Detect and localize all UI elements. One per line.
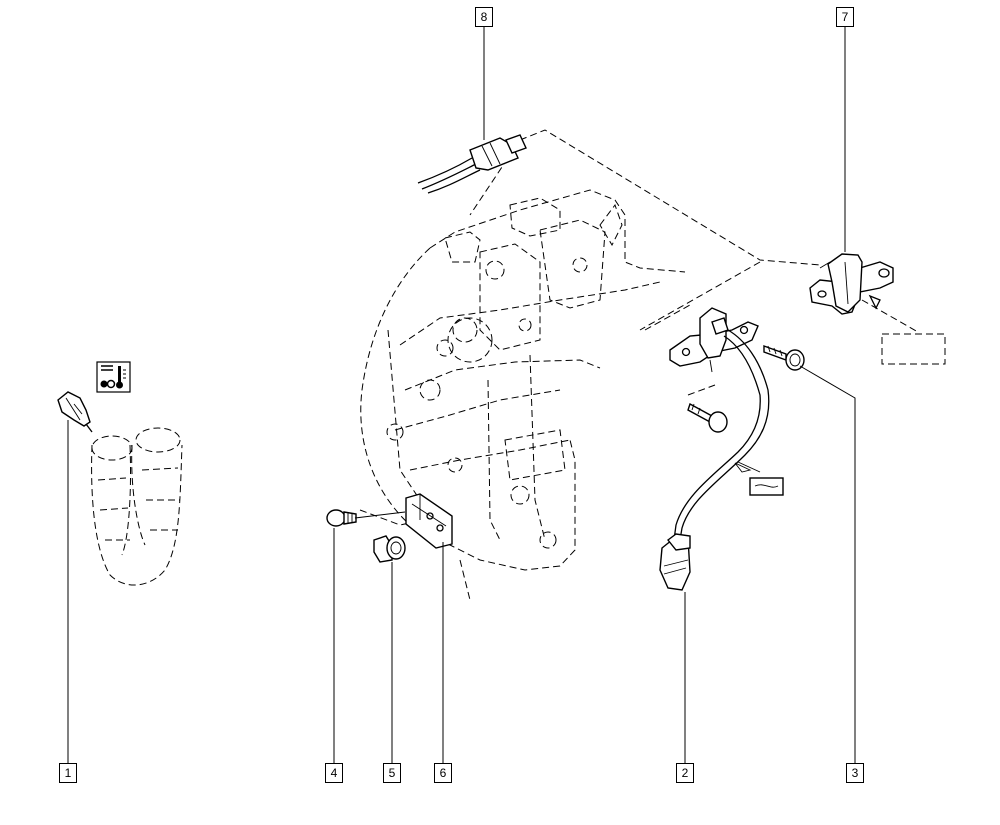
reference-box-icon	[881, 333, 946, 365]
harness-symbol-glyph	[754, 484, 779, 488]
thermometer-coolant-icon	[96, 361, 131, 393]
part-5-clip-nut	[373, 535, 406, 563]
callout-6: 6	[434, 763, 452, 783]
callout-1: 1	[59, 763, 77, 783]
harness-symbol-icon	[749, 477, 784, 496]
part-7-speed-sensor	[809, 253, 894, 315]
coolant-hose	[91, 427, 183, 586]
part-1-temperature-sensor	[57, 391, 93, 433]
callout-4: 4	[325, 763, 343, 783]
sensor-fixing-bolt	[687, 402, 728, 433]
part-3-bolt	[763, 345, 805, 371]
part-2-sensor-harness	[659, 307, 770, 591]
callout-3: 3	[846, 763, 864, 783]
callout-7: 7	[836, 7, 854, 27]
callout-8: 8	[475, 7, 493, 27]
part-4-screw	[326, 509, 357, 527]
assembly-dashed-lines	[359, 129, 919, 526]
part-8-wire-connector	[417, 134, 527, 194]
part-6-bracket	[405, 493, 453, 549]
callout-5: 5	[383, 763, 401, 783]
engine-block-outline	[360, 189, 686, 601]
callout-2: 2	[676, 763, 694, 783]
leader-lines	[67, 25, 856, 763]
